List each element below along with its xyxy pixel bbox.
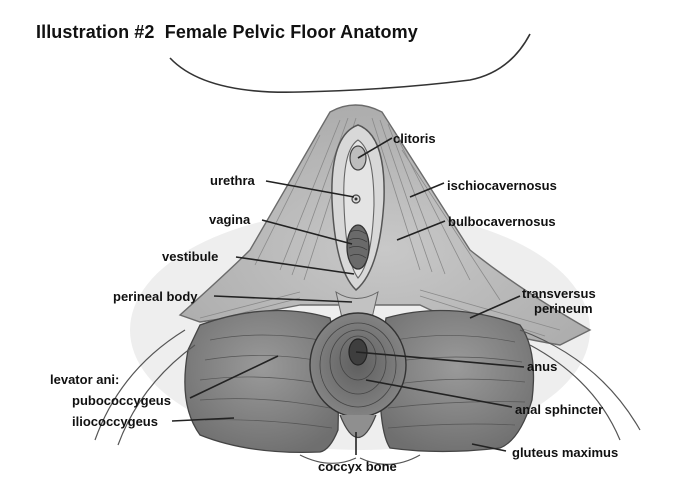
label-bulbocavernosus: bulbocavernosus [448, 214, 556, 229]
label-perineal-body: perineal body [113, 289, 198, 304]
label-vestibule: vestibule [162, 249, 218, 264]
label-gluteus-maximus: gluteus maximus [512, 445, 618, 460]
figure-title: Illustration #2 Female Pelvic Floor Anat… [36, 22, 418, 43]
label-coccyx-bone: coccyx bone [318, 459, 397, 474]
label-transversus: transversus [522, 286, 596, 301]
label-perineum: perineum [534, 301, 593, 316]
label-pubococcygeus: pubococcygeus [72, 393, 171, 408]
label-ischiocavernosus: ischiocavernosus [447, 178, 557, 193]
label-anus: anus [527, 359, 557, 374]
label-iliococcygeus: iliococcygeus [72, 414, 158, 429]
label-levator-ani: levator ani: [50, 372, 119, 387]
label-vagina: vagina [209, 212, 250, 227]
label-anal-sphincter: anal sphincter [515, 402, 603, 417]
label-urethra: urethra [210, 173, 255, 188]
label-clitoris: clitoris [393, 131, 436, 146]
